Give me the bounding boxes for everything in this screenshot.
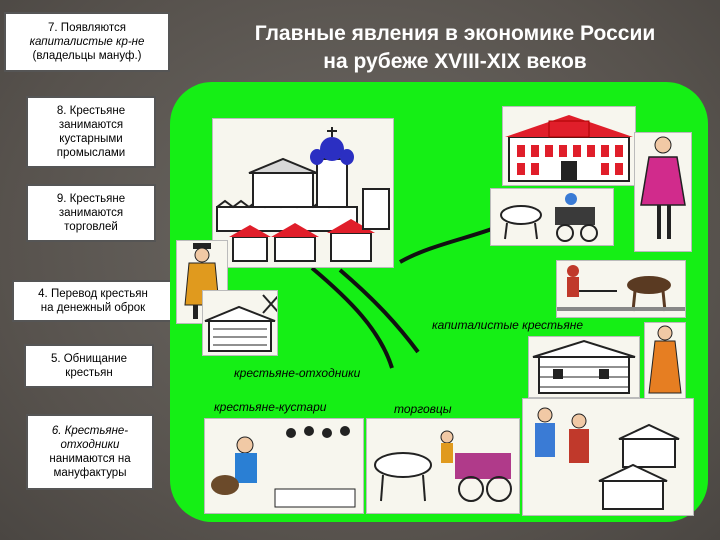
- box-7-capitalist-peasants: 7. Появляются капиталистые кр-не (владел…: [4, 12, 170, 72]
- label-otkhodniki: крестьяне-отходники: [234, 366, 361, 380]
- cart-illustration: [500, 193, 598, 242]
- slide-title: Главные явления в экономике России на ру…: [190, 20, 720, 76]
- box-6-line-2: отходники: [60, 439, 120, 451]
- box-6-line-1: 6. Крестьяне-: [51, 425, 129, 437]
- peasants-group-picture: [522, 398, 694, 516]
- box-8-line-2: занимаются: [58, 119, 124, 131]
- box-8-crafts: 8. Крестьяне занимаются кустарными промы…: [26, 96, 156, 168]
- box-4-money-rent: 4. Перевод крестьян на денежный оброк: [12, 280, 174, 322]
- title-line-2: на рубеже XVIII-XIX веков: [323, 50, 587, 73]
- box-5-line-1: 5. Обнищание: [50, 353, 128, 365]
- manufactory-picture: [502, 106, 636, 186]
- windmill-illustration: [204, 294, 277, 352]
- box-7-line-1: 7. Появляются: [48, 22, 126, 34]
- box-5-impoverishment: 5. Обнищание крестьян: [24, 344, 154, 388]
- craftsman-illustration: [211, 426, 356, 508]
- box-4-line-2: на денежный оброк: [40, 302, 146, 314]
- box-4-line-1: 4. Перевод крестьян: [38, 288, 148, 300]
- hut-picture: [528, 336, 640, 398]
- box-6-line-4: мануфактуры: [53, 467, 127, 479]
- woman-picture: [644, 322, 686, 400]
- town-illustration: [216, 127, 390, 262]
- box-8-line-4: промыслами: [56, 147, 126, 159]
- box-9-line-3: торговлей: [64, 221, 118, 233]
- town-picture: [212, 118, 394, 268]
- box-7-line-2: капиталистые кр-не: [29, 36, 145, 48]
- box-9-line-2: занимаются: [58, 207, 124, 219]
- windmill-picture: [202, 290, 278, 356]
- trader-cart-picture: [366, 418, 520, 514]
- label-kustari: крестьяне-кустари: [214, 400, 327, 414]
- box-9-line-1: 9. Крестьяне: [56, 193, 126, 205]
- craftsman-picture: [204, 418, 364, 514]
- manufactory-illustration: [505, 115, 633, 182]
- box-8-line-1: 8. Крестьяне: [56, 105, 126, 117]
- box-6-otkhodniki: 6. Крестьяне- отходники нанимаются на ма…: [26, 414, 154, 490]
- cart-picture: [490, 188, 614, 246]
- title-line-1: Главные явления в экономике России: [254, 22, 656, 45]
- hut-illustration: [532, 339, 636, 394]
- box-8-line-3: кустарными: [59, 133, 123, 145]
- nobleman-illustration: [640, 136, 686, 239]
- trader-cart-illustration: [374, 430, 512, 502]
- box-9-trade: 9. Крестьяне занимаются торговлей: [26, 184, 156, 242]
- box-5-line-2: крестьян: [65, 367, 113, 379]
- box-6-line-3: нанимаются на: [49, 453, 131, 465]
- nobleman-picture: [634, 132, 692, 252]
- peasants-group-illustration: [535, 407, 680, 510]
- label-torgovtsy: торговцы: [394, 402, 452, 416]
- woman-illustration: [648, 325, 682, 394]
- ploughing-picture: [556, 260, 686, 318]
- label-capitalist-peasants: капиталистые крестьяне: [432, 318, 584, 332]
- ploughing-illustration: [557, 265, 685, 312]
- box-7-line-3: (владельцы мануф.): [32, 50, 142, 62]
